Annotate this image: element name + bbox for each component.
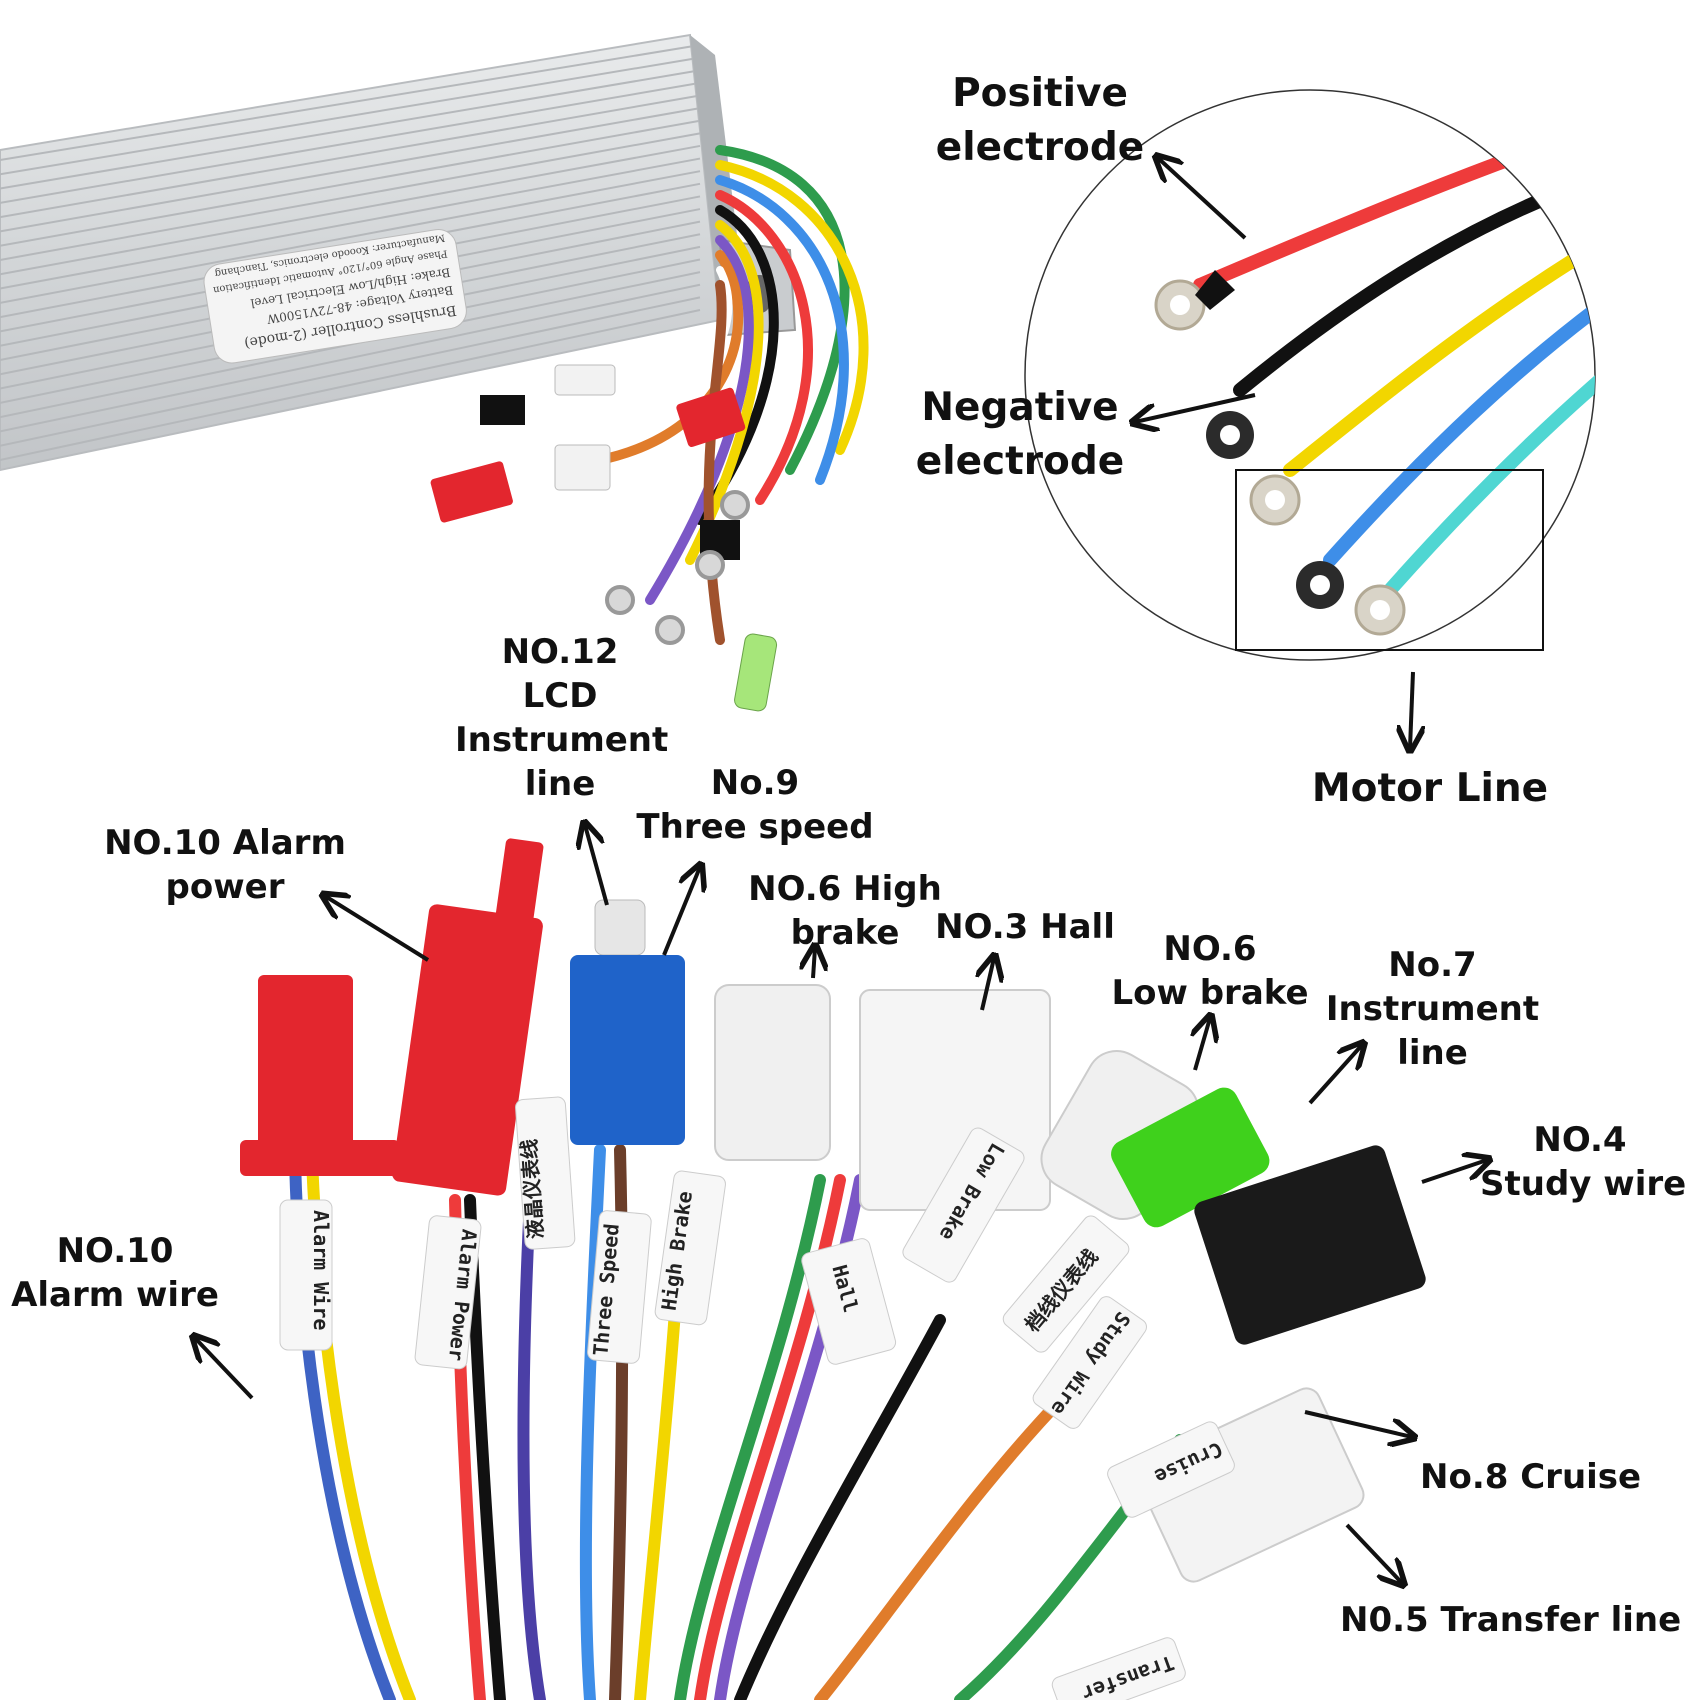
label-hall: NO.3 Hall [935, 907, 1115, 947]
label-alarm-power: NO.10 Alarm power [104, 823, 346, 907]
high-brake-connector [714, 984, 831, 1161]
controller-fin [0, 94, 701, 219]
controller-fin [0, 283, 701, 433]
arrow-transfer [1345, 1523, 1402, 1583]
label-transfer-line: N0.5 Transfer line [1340, 1600, 1682, 1640]
three-speed-connector [570, 955, 685, 1145]
arrow-lcd [585, 825, 609, 906]
controller-fin [0, 157, 701, 290]
controller-fin [0, 170, 701, 304]
lcd-connector [594, 899, 646, 956]
arrow-three-speed [662, 867, 700, 956]
study-wire-connector [1194, 1145, 1426, 1345]
label-motor-line: Motor Line [1311, 766, 1549, 811]
label-low-brake: NO.6 Low brake [1111, 929, 1309, 1013]
label-high-brake: NO.6 High brake [748, 869, 942, 953]
arrow-alarm-wire [195, 1338, 254, 1400]
controller-fin [0, 81, 701, 204]
arrow-low-brake [1195, 1018, 1210, 1071]
cyan-wire [1383, 323, 1595, 597]
ring-terminals [1154, 270, 1406, 636]
label-three-speed: No.9 Three speed [636, 763, 874, 847]
arrow-study [1421, 1160, 1487, 1184]
alarm-wire-connector [258, 975, 353, 1175]
controller-photo: Brushless Controller (2-mode) Battery Vo… [0, 33, 869, 712]
label-instrument-line: No.7 Instrument line [1325, 945, 1540, 1073]
controller-fin [0, 56, 701, 176]
arrow-positive [1158, 158, 1247, 240]
transfer-connector [1135, 1387, 1365, 1583]
connector-harness: Alarm Wire Alarm Power 液晶仪表线 Three Speed… [240, 838, 1426, 1700]
motor-closeup [1024, 89, 1596, 661]
connectors [240, 838, 1426, 1583]
motor-line-box [1235, 469, 1544, 651]
controller-fin [0, 144, 701, 276]
controller-fin [0, 296, 701, 447]
arrow-hall [982, 958, 994, 1011]
arrow-alarm-power [325, 896, 430, 962]
label-study-wire: NO.4 Study wire [1480, 1120, 1687, 1204]
label-negative-electrode: Negative electrode [915, 385, 1125, 484]
tag-alarm-wire: Alarm Wire [309, 1210, 333, 1330]
label-lcd-instrument-line: NO.12 LCD Instrument line [455, 632, 669, 804]
arrow-instrument [1308, 1045, 1362, 1105]
alarm-power-connector [392, 904, 543, 1196]
controller-fin [0, 44, 701, 161]
blue-wire [1323, 263, 1595, 567]
wire-tags: Alarm Wire Alarm Power 液晶仪表线 Three Speed… [279, 1096, 1235, 1700]
controller-fin [0, 309, 701, 461]
label-positive-electrode: Positive electrode [935, 71, 1145, 170]
arrow-motor-line [1410, 671, 1413, 748]
arrow-negative [1135, 393, 1256, 422]
controller-wire-bundle [556, 145, 869, 645]
arrow-high-brake [813, 948, 815, 979]
controller-fin [0, 119, 701, 247]
callout-arrows [195, 158, 1487, 1583]
controller-fin [0, 69, 701, 190]
controller-fin [0, 107, 701, 233]
controller-fin [0, 132, 701, 261]
arrow-cruise [1304, 1410, 1412, 1437]
instrument-connector [1111, 1087, 1270, 1228]
controller-connectors [430, 364, 778, 712]
label-cruise: No.8 Cruise [1420, 1457, 1642, 1497]
label-alarm-wire: NO.10 Alarm wire [11, 1231, 219, 1315]
